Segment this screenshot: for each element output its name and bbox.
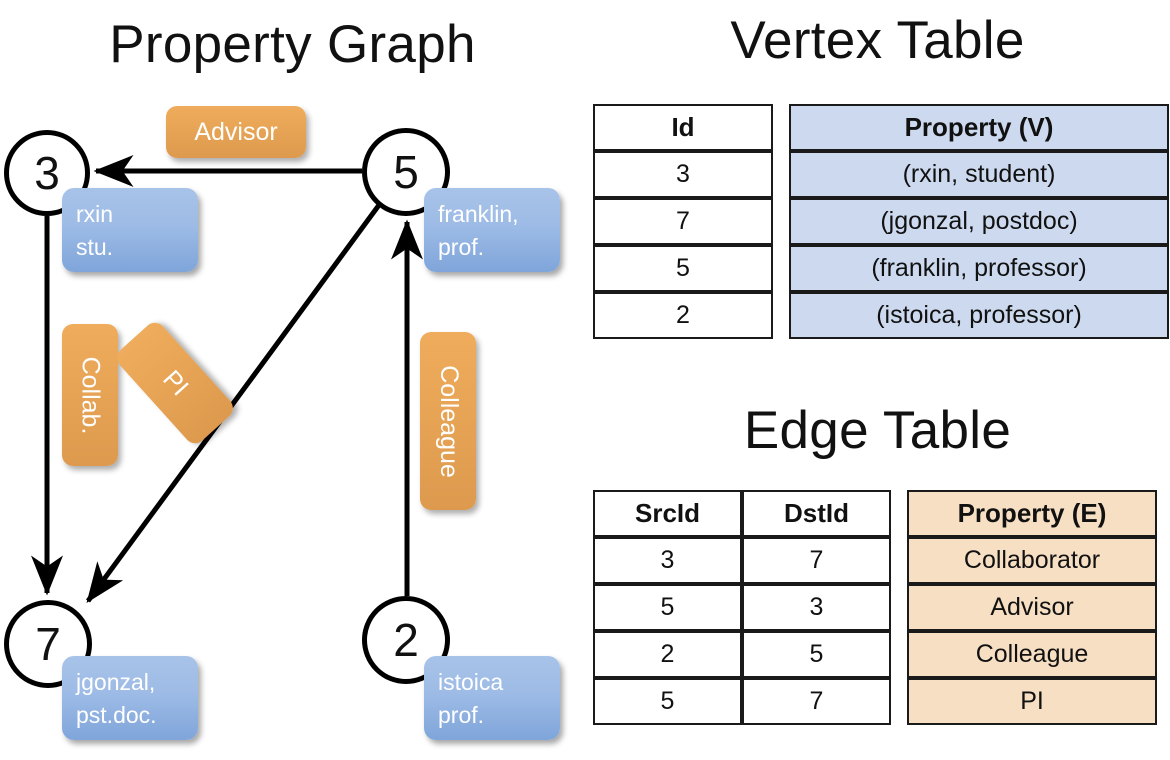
edge-cell-dstid: 5 — [742, 631, 891, 678]
edge-cell-srcid: 3 — [593, 537, 742, 584]
graph-node-5-label: 5 — [393, 146, 419, 198]
vertex-property-box-3-line2: stu. — [76, 234, 114, 261]
graph-node-5[interactable]: 5 — [362, 128, 450, 216]
edge-cell-dstid: 7 — [742, 537, 891, 584]
vertex-property-box-2: istoica prof. — [424, 656, 560, 740]
vertex-property-box-7-line1: jgonzal, — [76, 669, 156, 695]
vertex-cell-property: (istoica, professor) — [789, 292, 1169, 339]
edge-table: SrcId DstId Property (E) 3 7 Collaborato… — [593, 490, 1157, 725]
vertex-table-header-row: Id Property (V) — [593, 104, 1169, 151]
graph-node-7-label: 7 — [35, 618, 61, 670]
edge-cell-srcid: 2 — [593, 631, 742, 678]
vertex-table-column-gap — [773, 104, 789, 151]
vertex-property-box-5: franklin, prof. — [424, 188, 560, 272]
graph-node-3-label: 3 — [34, 147, 60, 199]
vertex-property-box-2-line1: istoica — [438, 669, 504, 695]
edge-cell-property: Advisor — [907, 584, 1157, 631]
edge-table-header-srcid: SrcId — [593, 490, 742, 537]
vertex-cell-id: 7 — [593, 198, 773, 245]
vertex-property-box-5-line2: prof. — [438, 234, 485, 261]
vertex-table: Id Property (V) 3 (rxin, student) 7 (jgo… — [593, 104, 1169, 339]
edge-label-pi-text: PI — [157, 364, 194, 401]
edge-table-header-dstid: DstId — [742, 490, 891, 537]
edge-cell-property: PI — [907, 678, 1157, 725]
vertex-table-column-gap — [773, 245, 789, 292]
property-graph-diagram: 3 5 7 2 rxin stu. franklin, prof. jgonza… — [4, 106, 560, 740]
table-row: 3 7 Collaborator — [593, 537, 1157, 584]
vertex-property-box-7: jgonzal, pst.doc. — [62, 656, 198, 740]
page-title-property-graph: Property Graph — [109, 15, 476, 74]
edge-cell-dstid: 7 — [742, 678, 891, 725]
table-row: 5 3 Advisor — [593, 584, 1157, 631]
vertex-table-column-gap — [773, 151, 789, 198]
edge-label-box-colleague: Colleague — [420, 332, 476, 510]
graph-edge-5-to-7 — [85, 203, 382, 604]
table-row: 2 5 Colleague — [593, 631, 1157, 678]
vertex-property-box-7-line2: pst.doc. — [76, 702, 157, 729]
vertex-property-box-3-line1: rxin — [76, 201, 114, 227]
vertex-table-column-gap — [773, 292, 789, 339]
vertex-cell-id: 3 — [593, 151, 773, 198]
vertex-property-box-5-line1: franklin, — [438, 201, 519, 227]
vertex-table-header-id: Id — [593, 104, 773, 151]
table-row: 7 (jgonzal, postdoc) — [593, 198, 1169, 245]
vertex-table-column-gap — [773, 198, 789, 245]
edge-label-box-advisor: Advisor — [166, 106, 306, 158]
edge-cell-srcid: 5 — [593, 584, 742, 631]
vertex-cell-id: 2 — [593, 292, 773, 339]
edge-label-box-collab: Collab. — [62, 324, 118, 466]
vertex-property-box-2-line2: prof. — [438, 702, 485, 729]
page-title-vertex-table: Vertex Table — [730, 11, 1025, 70]
edge-label-advisor-text: Advisor — [194, 117, 278, 146]
edge-cell-property: Collaborator — [907, 537, 1157, 584]
edge-table-column-gap — [891, 678, 907, 725]
edge-table-column-gap — [891, 631, 907, 678]
edge-label-collab-text: Collab. — [76, 356, 105, 434]
graph-node-2[interactable]: 2 — [362, 596, 450, 684]
table-row: 2 (istoica, professor) — [593, 292, 1169, 339]
edge-table-column-gap — [891, 490, 907, 537]
table-row: 5 (franklin, professor) — [593, 245, 1169, 292]
vertex-table-header-property: Property (V) — [789, 104, 1169, 151]
edge-table-column-gap — [891, 584, 907, 631]
edge-cell-srcid: 5 — [593, 678, 742, 725]
graph-edge-lines — [31, 155, 423, 604]
graph-node-2-label: 2 — [393, 614, 419, 666]
vertex-property-box-3: rxin stu. — [62, 188, 198, 272]
page-title-edge-table: Edge Table — [743, 401, 1012, 460]
vertex-cell-id: 5 — [593, 245, 773, 292]
vertex-cell-property: (franklin, professor) — [789, 245, 1169, 292]
edge-cell-property: Colleague — [907, 631, 1157, 678]
vertex-cell-property: (jgonzal, postdoc) — [789, 198, 1169, 245]
edge-label-colleague-text: Colleague — [434, 364, 463, 478]
vertex-cell-property: (rxin, student) — [789, 151, 1169, 198]
table-row: 5 7 PI — [593, 678, 1157, 725]
edge-table-header-property: Property (E) — [907, 490, 1157, 537]
edge-cell-dstid: 3 — [742, 584, 891, 631]
edge-table-column-gap — [891, 537, 907, 584]
edge-table-header-row: SrcId DstId Property (E) — [593, 490, 1157, 537]
table-row: 3 (rxin, student) — [593, 151, 1169, 198]
